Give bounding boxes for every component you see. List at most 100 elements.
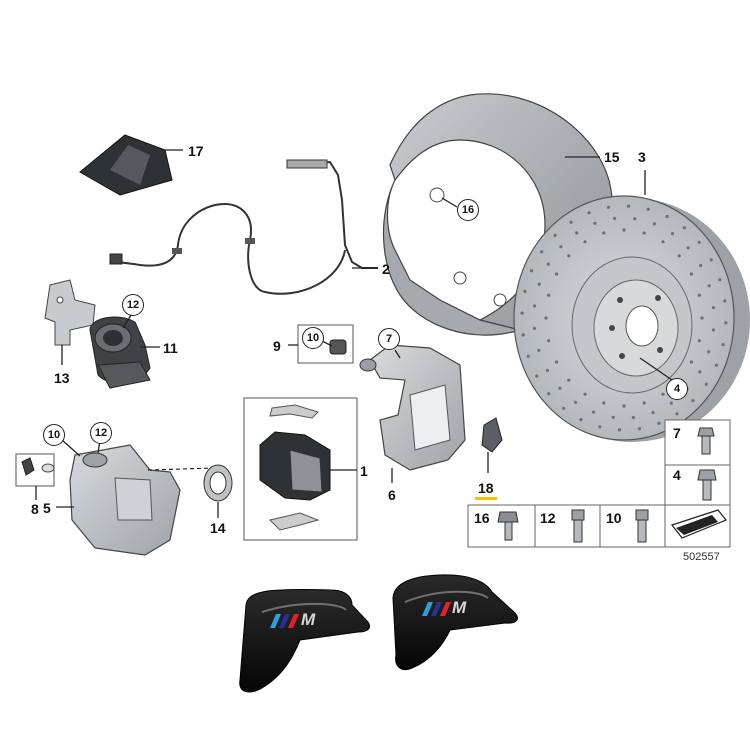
disc-drill-hole (686, 246, 690, 250)
disc-drill-hole (554, 272, 559, 276)
label-5: 5 (43, 500, 51, 516)
legend-label-4: 4 (673, 467, 681, 483)
label-3: 3 (638, 149, 646, 165)
disc-drill-hole (553, 233, 557, 237)
disc-drill-hole (697, 240, 701, 244)
disc-drill-hole (646, 207, 650, 211)
label-6: 6 (388, 487, 396, 503)
disc-drill-hole (631, 415, 636, 420)
part-1-box (243, 397, 358, 541)
label-14: 14 (210, 520, 226, 536)
catalog-number: 502557 (683, 551, 720, 563)
legend-label-12: 12 (540, 510, 556, 526)
disc-drill-hole (691, 399, 695, 403)
disc-drill-hole (567, 378, 571, 382)
disc-drill-hole (613, 216, 617, 221)
disc-drill-hole (642, 231, 646, 235)
disc-drill-hole (707, 350, 711, 354)
part-11-parking-brake-motor (89, 311, 160, 389)
label-2: 2 (382, 261, 390, 277)
disc-drill-hole (611, 415, 615, 419)
disc-drill-hole (704, 382, 708, 386)
disc-drill-hole (583, 240, 587, 244)
disc-drill-hole (567, 254, 571, 258)
disc-drill-hole (547, 339, 551, 343)
disc-drill-hole (547, 293, 551, 297)
part-13-bracket (44, 279, 96, 365)
disc-drill-hole (558, 386, 562, 390)
disc-drill-hole (637, 427, 642, 431)
disc-drill-hole (724, 321, 728, 325)
part-8-box (15, 453, 55, 487)
disc-drill-hole (575, 231, 579, 235)
callout-circle-12-top: 12 (122, 294, 144, 316)
disc-drill-hole (587, 211, 591, 215)
disc-drill-hole (677, 254, 681, 258)
caliper-badge-left (239, 589, 371, 693)
disc-drill-hole (622, 228, 626, 232)
disc-drill-hole (682, 226, 686, 230)
disc-drill-hole (661, 392, 665, 396)
callout-circle-4: 4 (666, 378, 688, 400)
disc-drill-hole (602, 401, 606, 405)
legend-table (467, 419, 731, 548)
disc-drill-hole (700, 316, 704, 320)
disc-drill-hole (711, 328, 716, 332)
disc-drill-hole (697, 339, 701, 343)
legend-label-10: 10 (606, 510, 622, 526)
disc-drill-hole (617, 428, 622, 432)
callout-circle-16: 16 (457, 199, 479, 221)
disc-drill-hole (526, 354, 530, 358)
label-1: 1 (360, 463, 368, 479)
callout-circle-12-bottom: 12 (90, 422, 112, 444)
disc-drill-hole (721, 343, 725, 347)
label-9: 9 (273, 338, 281, 354)
disc-drill-hole (583, 392, 587, 396)
part-5-caliper (56, 439, 216, 556)
label-11: 11 (163, 340, 178, 356)
disc-drill-hole (698, 370, 702, 374)
disc-drill-hole (592, 410, 596, 414)
part-9-box (297, 324, 354, 364)
disc-drill-hole (665, 214, 669, 219)
disc-drill-hole (707, 284, 711, 288)
disc-drill-hole (675, 412, 679, 416)
disc-drill-hole (598, 425, 602, 429)
disc-drill-hole (714, 363, 719, 367)
disc-drill-hole (546, 262, 550, 266)
part-17-boot (79, 134, 183, 196)
caliper-badge-right (392, 574, 518, 670)
label-18-highlight (475, 497, 497, 500)
disc-drill-hole (670, 232, 675, 236)
disc-drill-hole (711, 306, 716, 310)
disc-drill-hole (651, 411, 655, 415)
disc-drill-hole (642, 401, 646, 405)
callout-circle-7: 7 (378, 328, 400, 350)
part-14-seal-ring (203, 464, 233, 518)
disc-drill-hole (606, 205, 611, 209)
part-6-caliper-carrier (359, 344, 466, 483)
disc-drill-hole (723, 299, 727, 303)
disc-drill-hole (532, 326, 537, 330)
disc-drill-hole (559, 245, 563, 249)
disc-drill-hole (669, 401, 673, 405)
disc-drill-hole (537, 282, 541, 286)
disc-drill-hole (537, 348, 541, 352)
label-17: 17 (188, 143, 204, 159)
disc-drill-hole (554, 360, 559, 364)
disc-drill-hole (544, 316, 548, 320)
part-1-brake-pads (259, 404, 357, 531)
callout-circle-10-top: 10 (302, 327, 324, 349)
callout-circle-10-bottom: 10 (43, 424, 65, 446)
disc-drill-hole (697, 293, 701, 297)
disc-drill-hole (562, 406, 566, 410)
disc-drill-hole (718, 278, 722, 282)
disc-drill-hole (533, 304, 537, 308)
label-15: 15 (604, 149, 620, 165)
disc-drill-hole (626, 204, 631, 208)
disc-drill-hole (657, 421, 661, 425)
disc-drill-hole (530, 269, 534, 273)
label-13: 13 (54, 370, 70, 386)
